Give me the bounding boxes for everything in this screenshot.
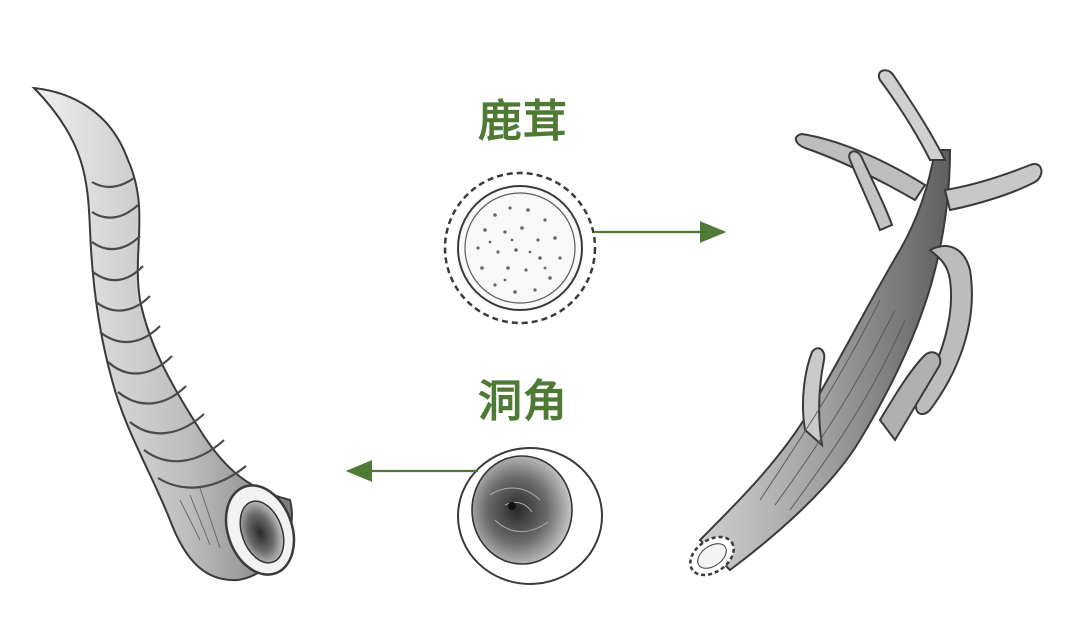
antler-cross-section-icon: [443, 171, 597, 325]
antler-sketch: [689, 69, 1043, 577]
horn-label: 洞角: [478, 376, 568, 427]
antler-label: 鹿茸: [478, 96, 568, 147]
horn-cross-section-icon: [457, 447, 603, 585]
horn-sketch: [31, 86, 296, 582]
